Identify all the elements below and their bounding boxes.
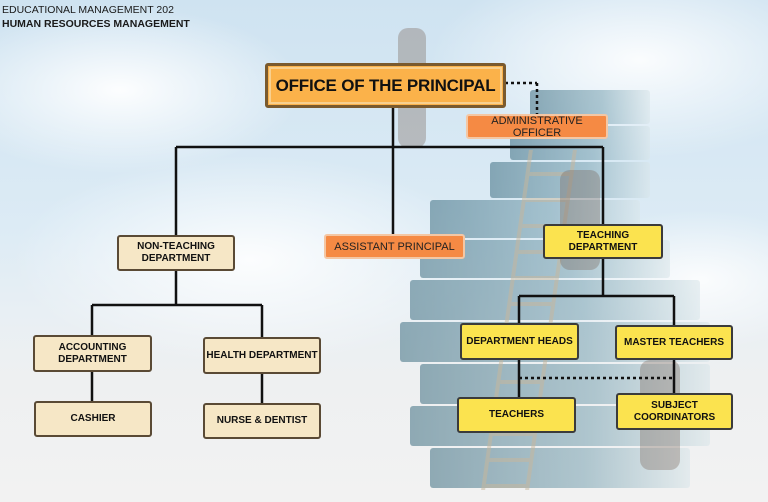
subject-title: HUMAN RESOURCES MANAGEMENT <box>2 18 190 30</box>
office-of-the-principal-box: OFFICE OF THE PRINCIPAL <box>265 63 506 108</box>
header: EDUCATIONAL MANAGEMENT 202 HUMAN RESOURC… <box>2 3 190 31</box>
course-title: EDUCATIONAL MANAGEMENT 202 <box>2 4 174 16</box>
cashier-box: CASHIER <box>34 401 152 437</box>
non-teaching-department-box: NON-TEACHING DEPARTMENT <box>117 235 235 271</box>
subject-coordinators-box: SUBJECT COORDINATORS <box>616 393 733 430</box>
nurse-and-dentist-box: NURSE & DENTIST <box>203 403 321 439</box>
administrative-officer-box: ADMINISTRATIVE OFFICER <box>466 114 608 139</box>
health-department-box: HEALTH DEPARTMENT <box>203 337 321 374</box>
master-teachers-box: MASTER TEACHERS <box>615 325 733 360</box>
teaching-department-box: TEACHING DEPARTMENT <box>543 224 663 259</box>
accounting-department-box: ACCOUNTING DEPARTMENT <box>33 335 152 372</box>
teachers-box: TEACHERS <box>457 397 576 433</box>
department-heads-box: DEPARTMENT HEADS <box>460 323 579 360</box>
assistant-principal-box: ASSISTANT PRINCIPAL <box>324 234 465 259</box>
